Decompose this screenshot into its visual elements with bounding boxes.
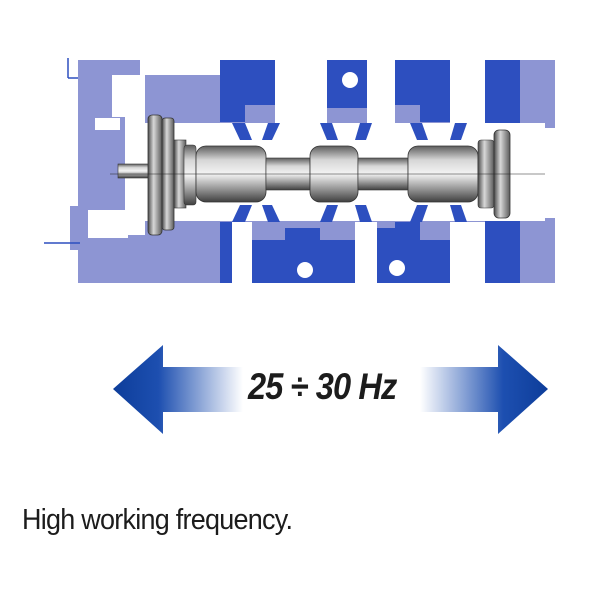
frequency-label: 25 ÷ 30 Hz [248, 366, 397, 407]
arrow-left-icon [113, 345, 243, 434]
valve-housing [44, 58, 555, 283]
arrow-right-icon [420, 345, 548, 434]
caption-text: High working frequency. [22, 504, 293, 536]
spool [110, 114, 545, 236]
